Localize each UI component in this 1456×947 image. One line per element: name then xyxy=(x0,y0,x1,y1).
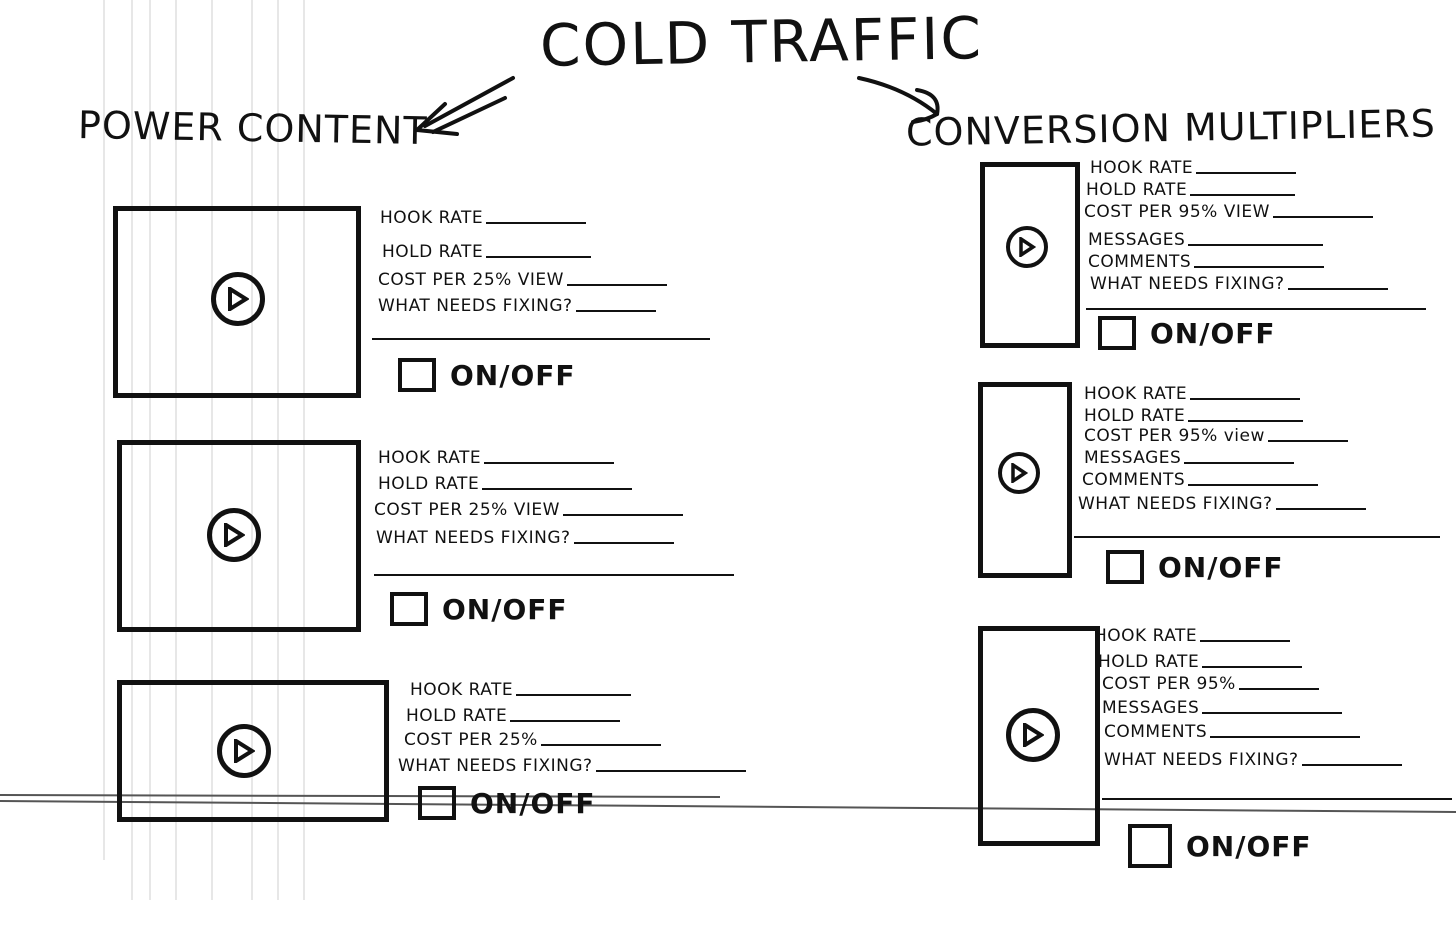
play-icon[interactable] xyxy=(1006,708,1060,762)
toggle-label: ON/OFF xyxy=(1186,829,1312,863)
metric-hook-rate: HOOK RATE xyxy=(378,448,615,468)
metric-hold-rate: HOLD RATE xyxy=(1098,652,1303,672)
metric-hook-rate: HOOK RATE xyxy=(380,208,587,228)
metric-hook-rate: HOOK RATE xyxy=(1090,158,1297,178)
metric-hold-rate: HOLD RATE xyxy=(406,706,621,726)
video-thumbnail[interactable] xyxy=(117,440,361,632)
divider xyxy=(1102,798,1452,800)
metric-cost-per-view: COST PER 95% view xyxy=(1084,426,1348,446)
metric-hold-rate: HOLD RATE xyxy=(382,242,592,262)
metric-hold-rate: HOLD RATE xyxy=(1084,406,1304,426)
metric-cost-per-view: COST PER 25% xyxy=(404,730,661,750)
metric-what-needs-fixing: WHAT NEEDS FIXING? xyxy=(1104,750,1402,770)
divider xyxy=(374,574,734,576)
checkbox-icon[interactable] xyxy=(1106,550,1144,584)
page-title: COLD TRAFFIC xyxy=(539,4,984,80)
metric-comments: COMMENTS xyxy=(1088,252,1325,272)
metric-hold-rate: HOLD RATE xyxy=(1086,180,1296,200)
metric-what-needs-fixing: WHAT NEEDS FIXING? xyxy=(1078,494,1366,514)
video-thumbnail[interactable] xyxy=(978,382,1072,578)
arrow-icon-left xyxy=(415,76,515,136)
power-content-title: POWER CONTENT xyxy=(77,102,428,154)
metric-hook-rate: HOOK RATE xyxy=(1094,626,1291,646)
metric-messages: MESSAGES xyxy=(1102,698,1343,718)
divider xyxy=(1086,308,1426,310)
toggle-on-off[interactable]: ON/OFF xyxy=(398,358,576,392)
metric-cost-per-view: COST PER 25% VIEW xyxy=(374,500,683,520)
play-icon[interactable] xyxy=(998,452,1040,494)
video-thumbnail[interactable] xyxy=(980,162,1080,348)
metric-comments: COMMENTS xyxy=(1104,722,1361,742)
divider xyxy=(372,338,710,340)
play-icon[interactable] xyxy=(211,272,265,326)
toggle-label: ON/OFF xyxy=(470,786,596,820)
toggle-label: ON/OFF xyxy=(450,358,576,392)
toggle-on-off[interactable]: ON/OFF xyxy=(390,592,568,626)
toggle-label: ON/OFF xyxy=(442,592,568,626)
checkbox-icon[interactable] xyxy=(418,786,456,820)
checkbox-icon[interactable] xyxy=(1098,316,1136,350)
metric-hold-rate: HOLD RATE xyxy=(378,474,633,494)
toggle-on-off[interactable]: ON/OFF xyxy=(1128,824,1312,868)
metric-what-needs-fixing: WHAT NEEDS FIXING? xyxy=(1090,274,1388,294)
video-thumbnail[interactable] xyxy=(113,206,361,398)
checkbox-icon[interactable] xyxy=(1128,824,1172,868)
play-icon[interactable] xyxy=(217,724,271,778)
conversion-multipliers-title: CONVERSION MULTIPLIERS xyxy=(905,101,1437,155)
metric-cost-per-view: COST PER 25% VIEW xyxy=(378,270,667,290)
metric-messages: MESSAGES xyxy=(1084,448,1295,468)
metric-what-needs-fixing: WHAT NEEDS FIXING? xyxy=(398,756,746,776)
checkbox-icon[interactable] xyxy=(398,358,436,392)
play-icon[interactable] xyxy=(1006,226,1048,268)
play-icon[interactable] xyxy=(207,508,261,562)
metric-cost-per-view: COST PER 95% VIEW xyxy=(1084,202,1373,222)
toggle-on-off[interactable]: ON/OFF xyxy=(1098,316,1276,350)
metric-what-needs-fixing: WHAT NEEDS FIXING? xyxy=(378,296,656,316)
metric-hook-rate: HOOK RATE xyxy=(410,680,632,700)
checkbox-icon[interactable] xyxy=(390,592,428,626)
metric-hook-rate: HOOK RATE xyxy=(1084,384,1301,404)
metric-cost-per-view: COST PER 95% xyxy=(1102,674,1319,694)
video-thumbnail[interactable] xyxy=(117,680,389,822)
toggle-label: ON/OFF xyxy=(1158,550,1284,584)
video-thumbnail[interactable] xyxy=(978,626,1100,846)
toggle-label: ON/OFF xyxy=(1150,316,1276,350)
toggle-on-off[interactable]: ON/OFF xyxy=(418,786,596,820)
toggle-on-off[interactable]: ON/OFF xyxy=(1106,550,1284,584)
arrow-icon-right xyxy=(857,76,940,124)
metric-what-needs-fixing: WHAT NEEDS FIXING? xyxy=(376,528,674,548)
metric-messages: MESSAGES xyxy=(1088,230,1324,250)
divider xyxy=(1074,536,1440,538)
metric-comments: COMMENTS xyxy=(1082,470,1319,490)
